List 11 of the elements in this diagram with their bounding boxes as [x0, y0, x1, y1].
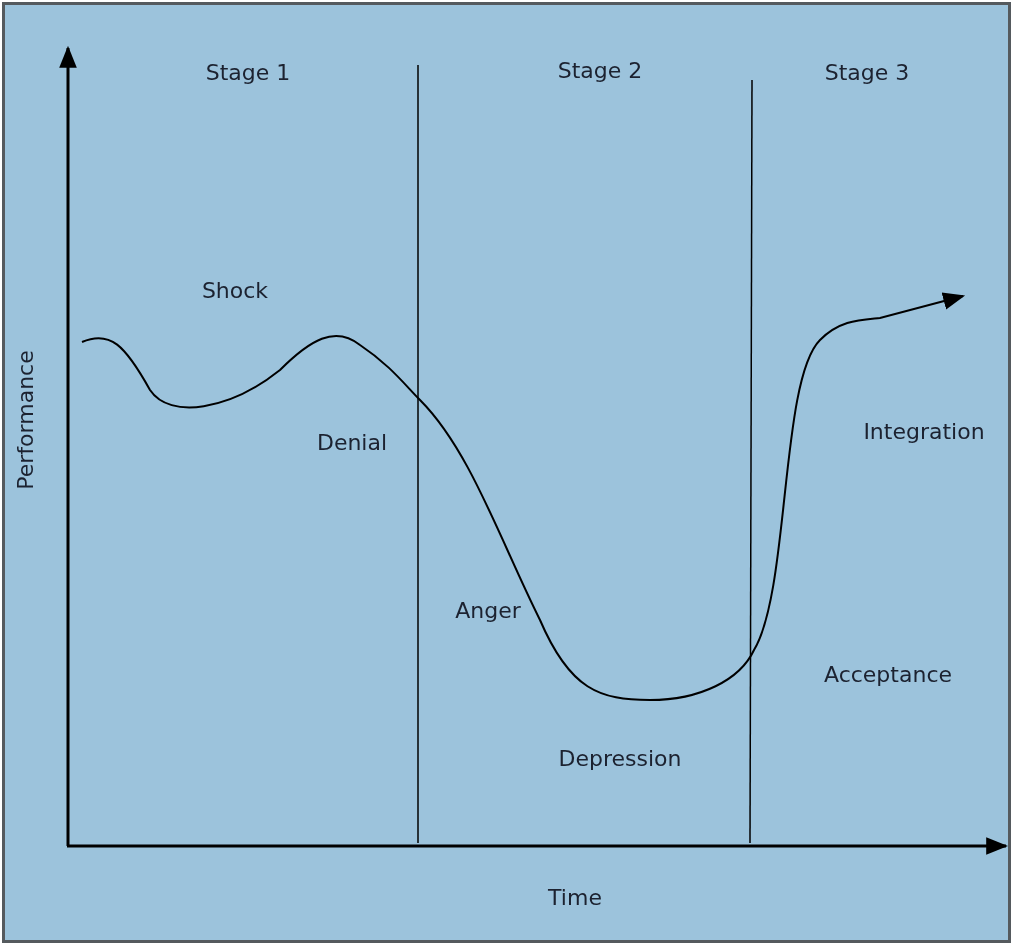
stage-heading: Stage 2	[557, 57, 643, 83]
phase-label: Acceptance	[824, 661, 952, 687]
stage-heading: Stage 3	[824, 59, 910, 85]
stage-heading: Stage 1	[205, 59, 291, 85]
phase-label: Integration	[863, 418, 985, 444]
phase-label: Depression	[558, 745, 682, 771]
axis-title: Time	[548, 884, 602, 910]
phase-label: Anger	[455, 597, 521, 623]
axis-title: Performance	[12, 350, 38, 490]
phase-label: Shock	[201, 277, 269, 303]
phase-label: Denial	[316, 429, 388, 455]
